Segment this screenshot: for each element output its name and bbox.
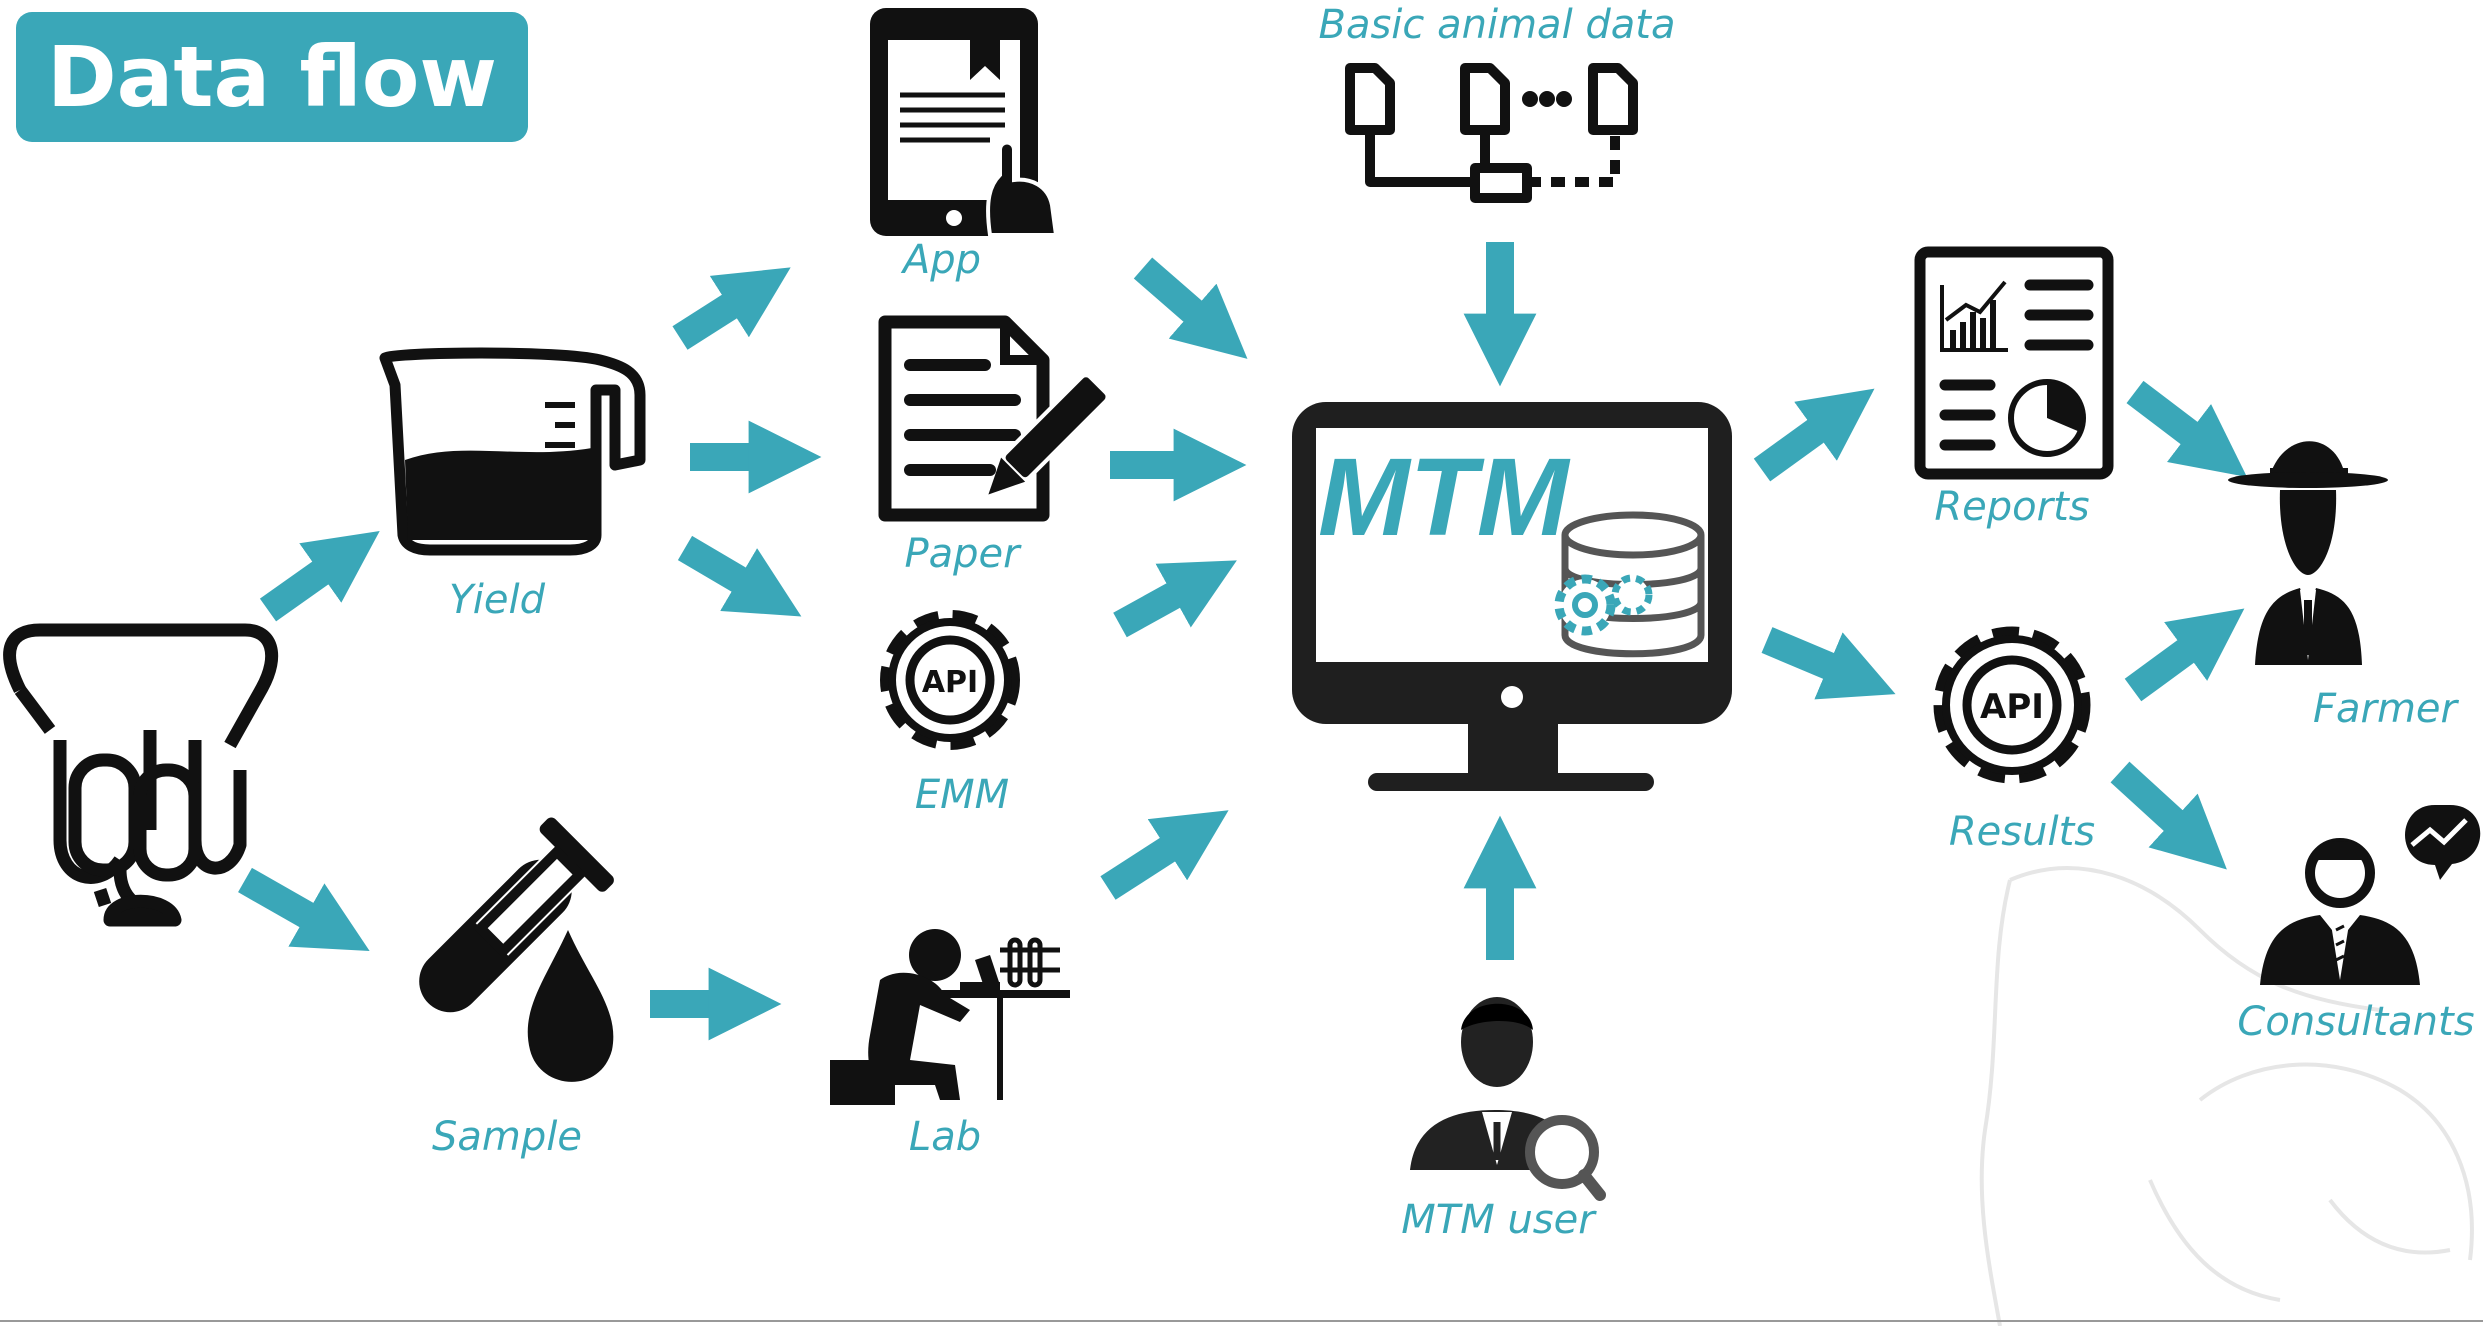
arrow-mtm-to-reports bbox=[1753, 388, 1875, 482]
label-consultants: Consultants bbox=[2237, 999, 2474, 1045]
arrow-app-to-mtm bbox=[1133, 257, 1248, 359]
cow-watermark bbox=[1979, 866, 2474, 1326]
arrow-yield-to-emm bbox=[677, 535, 802, 617]
mtm-user-icon bbox=[1410, 997, 1606, 1201]
api-gear-icon: API bbox=[880, 610, 1020, 750]
label-app: App bbox=[900, 237, 981, 283]
report-icon bbox=[1914, 246, 2114, 480]
label-yield: Yield bbox=[449, 577, 546, 623]
label-results: Results bbox=[1949, 809, 2095, 855]
arrow-udder-to-yield bbox=[259, 530, 380, 622]
consultant-icon bbox=[2260, 805, 2481, 985]
arrow-emm-to-mtm bbox=[1113, 560, 1237, 638]
magnifier-icon bbox=[1525, 1115, 1599, 1189]
label-mtm-user: MTM user bbox=[1401, 1197, 1597, 1243]
milking-cluster-icon bbox=[3, 623, 279, 927]
farmer-icon bbox=[2228, 441, 2388, 665]
label-sample: Sample bbox=[432, 1114, 582, 1160]
linked-documents-icon bbox=[1345, 63, 1638, 203]
label-basic-animal-data: Basic animal data bbox=[1319, 2, 1676, 48]
label-paper: Paper bbox=[904, 531, 1022, 577]
arrow-lab-to-mtm bbox=[1100, 810, 1229, 900]
measuring-jug-icon bbox=[379, 347, 646, 556]
label-emm: EMM bbox=[915, 772, 1009, 818]
api-badge-text: API bbox=[1980, 687, 2044, 727]
tablet-icon bbox=[870, 8, 1059, 237]
page-title: Data flow bbox=[16, 12, 528, 142]
gear-icon bbox=[1611, 574, 1653, 616]
mtm-screen-label: MTM bbox=[1318, 436, 1569, 559]
api-gear-icon: API bbox=[1933, 626, 2091, 784]
arrow-reports-to-farmer bbox=[2126, 380, 2247, 478]
pen-icon bbox=[988, 373, 1110, 495]
gear-icon bbox=[1554, 574, 1616, 636]
label-farmer: Farmer bbox=[2313, 686, 2460, 732]
arrow-yield-to-app bbox=[672, 267, 791, 350]
paper-document-icon bbox=[878, 315, 1110, 522]
test-tube-icon bbox=[419, 817, 614, 1082]
api-badge-text: API bbox=[922, 665, 978, 700]
label-lab: Lab bbox=[909, 1114, 981, 1160]
arrow-results-to-farmer bbox=[2124, 608, 2245, 702]
label-reports: Reports bbox=[1934, 484, 2089, 530]
arrow-udder-to-sample bbox=[238, 867, 370, 952]
bottom-divider bbox=[0, 1320, 2483, 1322]
arrow-mtm-to-results bbox=[1761, 627, 1896, 700]
drop-icon bbox=[527, 930, 614, 1082]
lab-scientist-icon bbox=[830, 929, 1070, 1105]
computer-monitor-icon bbox=[1292, 402, 1732, 791]
arrow-results-to-consultants bbox=[2110, 761, 2227, 870]
